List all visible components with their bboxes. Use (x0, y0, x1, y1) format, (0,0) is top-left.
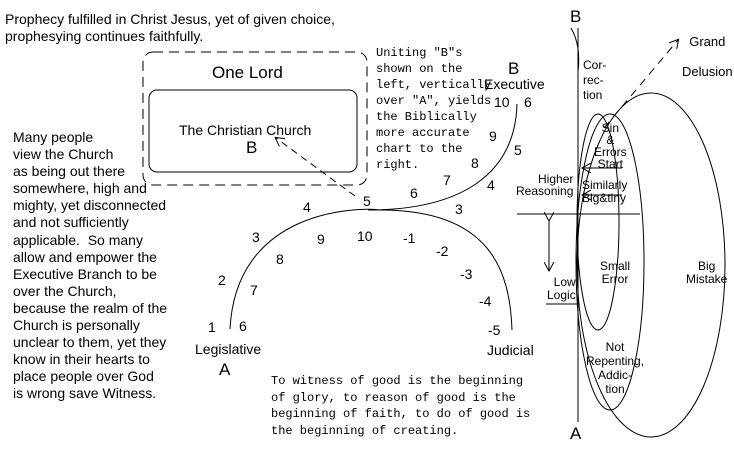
scale-label: 10 (357, 228, 373, 244)
scale-label: 8 (276, 251, 284, 267)
scale-label: -1 (403, 230, 416, 246)
scale-label: 7 (443, 172, 451, 188)
scale-label: 3 (252, 229, 260, 245)
uniting-note: Uniting "B"s shown on the left, vertical… (376, 46, 492, 172)
one-lord-box (142, 51, 368, 186)
scale-label: -5 (488, 322, 501, 338)
executive-label: Executive (484, 76, 545, 92)
correction-label: Cor- rec- tion (583, 58, 607, 102)
big-mistake-ellipse (576, 92, 726, 438)
scale-label: 10 (494, 94, 510, 110)
judicial-label: Judicial (487, 342, 534, 358)
scale-label: 2 (218, 272, 226, 288)
left-paragraph: Many people view the Church as being out… (13, 129, 168, 402)
one-lord-label: One Lord (212, 63, 283, 82)
scale-label: 5 (363, 193, 371, 209)
scale-label: 8 (471, 155, 479, 171)
scale-label: 5 (514, 142, 522, 158)
small-error-label: Small Error (600, 259, 631, 286)
executive-curve (367, 103, 518, 211)
not-repenting-label: Not Repenting, Addic- tion (586, 340, 645, 396)
scale-label: -4 (479, 293, 492, 309)
church-arrow (276, 138, 356, 197)
church-b-label: B (246, 138, 258, 157)
scale-label: 9 (317, 231, 325, 247)
church-label: The Christian Church (179, 122, 312, 138)
scale-label: 9 (489, 128, 497, 144)
executive-letter: B (508, 59, 520, 78)
scale-label: -3 (460, 266, 473, 282)
scale-label: 4 (487, 177, 495, 193)
scale-label: 7 (250, 282, 258, 298)
header-text: Prophecy fulfilled in Christ Jesus, yet … (5, 11, 335, 44)
scale-label: 6 (410, 185, 418, 201)
b-top-curve (570, 27, 580, 73)
legislative-letter: A (219, 360, 231, 379)
scale-label: 3 (455, 201, 463, 217)
church-box (148, 89, 358, 173)
similarly-label: Similarly Big&tiny (582, 178, 628, 205)
higher-reasoning-label: Higher Reasoning (516, 172, 574, 198)
sins-errors-label: Sin & Errors Start (594, 121, 627, 171)
grand-delusion-label: Grand Delusion (682, 34, 733, 79)
right-bottom-letter: A (570, 424, 582, 443)
legislative-label: Legislative (195, 341, 262, 357)
sins-ellipse (576, 113, 620, 331)
scale-label: -2 (436, 243, 449, 259)
scale-label: 6 (524, 94, 532, 110)
bottom-note: To witness of good is the beginning of g… (271, 374, 531, 438)
scale-label: 6 (239, 318, 247, 334)
low-logic-label: Low Logic (547, 275, 576, 302)
small-error-ellipse (575, 113, 645, 411)
scale-label: 1 (208, 319, 216, 335)
scale-label: 4 (303, 199, 311, 215)
big-mistake-label: Big Mistake (686, 259, 728, 286)
right-top-letter: B (570, 7, 582, 26)
